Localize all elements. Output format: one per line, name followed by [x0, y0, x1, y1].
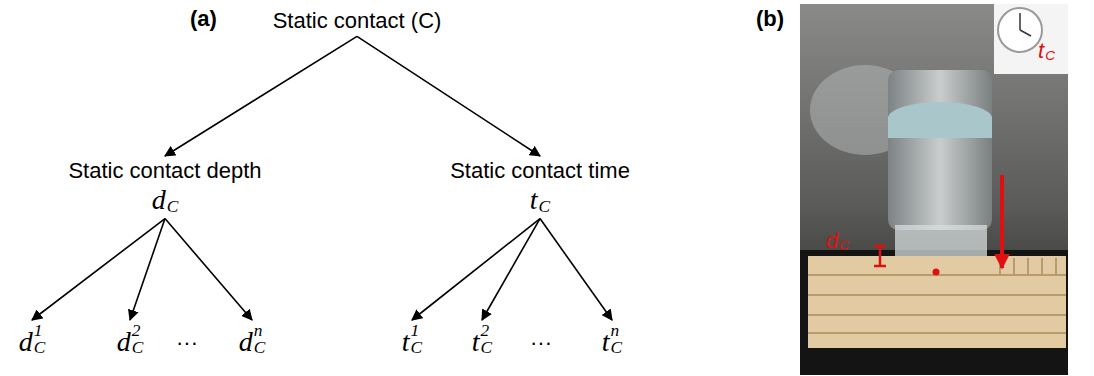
subscript: C	[254, 339, 266, 356]
math-index: Cn	[254, 322, 266, 357]
math-symbol: tCn	[602, 322, 622, 358]
math-index: C2	[481, 322, 493, 357]
node-text: Static contact time	[450, 158, 630, 184]
math-base: t	[402, 326, 410, 357]
math-base: d	[239, 326, 253, 357]
clock-hand	[1020, 30, 1031, 36]
subscript: C	[411, 339, 423, 356]
math-base: d	[152, 184, 166, 215]
subscript: C	[34, 339, 46, 356]
press-arrow	[1000, 175, 1004, 268]
subscript: C	[611, 339, 623, 356]
subscript: C	[481, 339, 493, 356]
leaf-node: tC1	[402, 322, 422, 358]
math-symbol: tC1	[402, 322, 422, 358]
subscript: C	[1045, 49, 1055, 63]
math-symbol: dC	[68, 184, 261, 216]
math-index: C	[1045, 49, 1055, 63]
clock-inset	[994, 4, 1068, 74]
root-node: Static contact (C)	[273, 8, 442, 34]
math-base: d	[19, 326, 33, 357]
math-index: Cn	[611, 322, 623, 357]
math-index: C	[539, 198, 551, 215]
ellipsis: ···	[530, 330, 552, 356]
leaf-node: tC2	[472, 322, 492, 358]
math-base: t	[472, 326, 480, 357]
math-symbol: dC1	[19, 322, 46, 358]
math-base: t	[602, 326, 610, 357]
math-base: t	[1038, 38, 1044, 63]
subscript: C	[132, 339, 144, 356]
math-base: d	[117, 326, 131, 357]
branch-node: Static contact timetC	[450, 158, 630, 217]
tree-connector	[165, 219, 252, 320]
math-symbol: dCn	[239, 322, 266, 358]
math-index: C1	[411, 322, 423, 357]
subscript: C	[539, 198, 551, 215]
photo-ground	[800, 4, 1068, 375]
panel-label: (b)	[756, 6, 784, 32]
branch-node: Static contact depthdC	[68, 158, 261, 217]
math-index: C	[839, 239, 849, 253]
clock-hand	[1019, 13, 1021, 30]
math-symbol: dC2	[117, 322, 144, 358]
math-symbol: tC2	[472, 322, 492, 358]
tree-connector	[412, 219, 540, 320]
leaf-node: dC1	[19, 322, 46, 358]
robot-arm	[888, 70, 992, 230]
math-index: C1	[34, 322, 46, 357]
superscript: 2	[132, 322, 144, 339]
superscript: 1	[34, 322, 46, 339]
superscript: 1	[411, 322, 423, 339]
depth-bracket	[874, 246, 886, 266]
tree-connector	[32, 219, 165, 320]
leaf-node: tCn	[602, 322, 622, 358]
photo-annotation: tC	[1038, 38, 1055, 63]
gel-sensor	[895, 225, 987, 261]
tree-connector	[130, 219, 165, 320]
math-index: C2	[132, 322, 144, 357]
tree-connector	[357, 36, 540, 156]
ellipsis: ···	[176, 330, 198, 356]
panel-label: (a)	[190, 6, 217, 32]
math-base: t	[530, 184, 538, 215]
tree-connector	[165, 36, 357, 156]
superscript: n	[611, 322, 623, 339]
robot-cap	[888, 118, 992, 138]
table	[800, 250, 1068, 375]
wood-block	[808, 256, 1066, 348]
leaf-node: dC2	[117, 322, 144, 358]
node-text: Static contact (C)	[273, 8, 442, 34]
wood-rods	[808, 258, 1066, 333]
subscript: C	[167, 198, 179, 215]
subscript: C	[839, 239, 849, 253]
leaf-node: dCn	[239, 322, 266, 358]
node-text: Static contact depth	[68, 158, 261, 184]
superscript: 2	[481, 322, 493, 339]
tree-connector	[482, 219, 540, 320]
math-index: C	[167, 198, 179, 215]
math-symbol: tC	[450, 184, 630, 216]
clock-face	[998, 8, 1042, 52]
tree-connector	[540, 219, 612, 320]
math-base: d	[826, 228, 838, 253]
superscript: n	[254, 322, 266, 339]
contact-dot	[933, 269, 940, 276]
photo-annotation: dC	[826, 228, 849, 253]
